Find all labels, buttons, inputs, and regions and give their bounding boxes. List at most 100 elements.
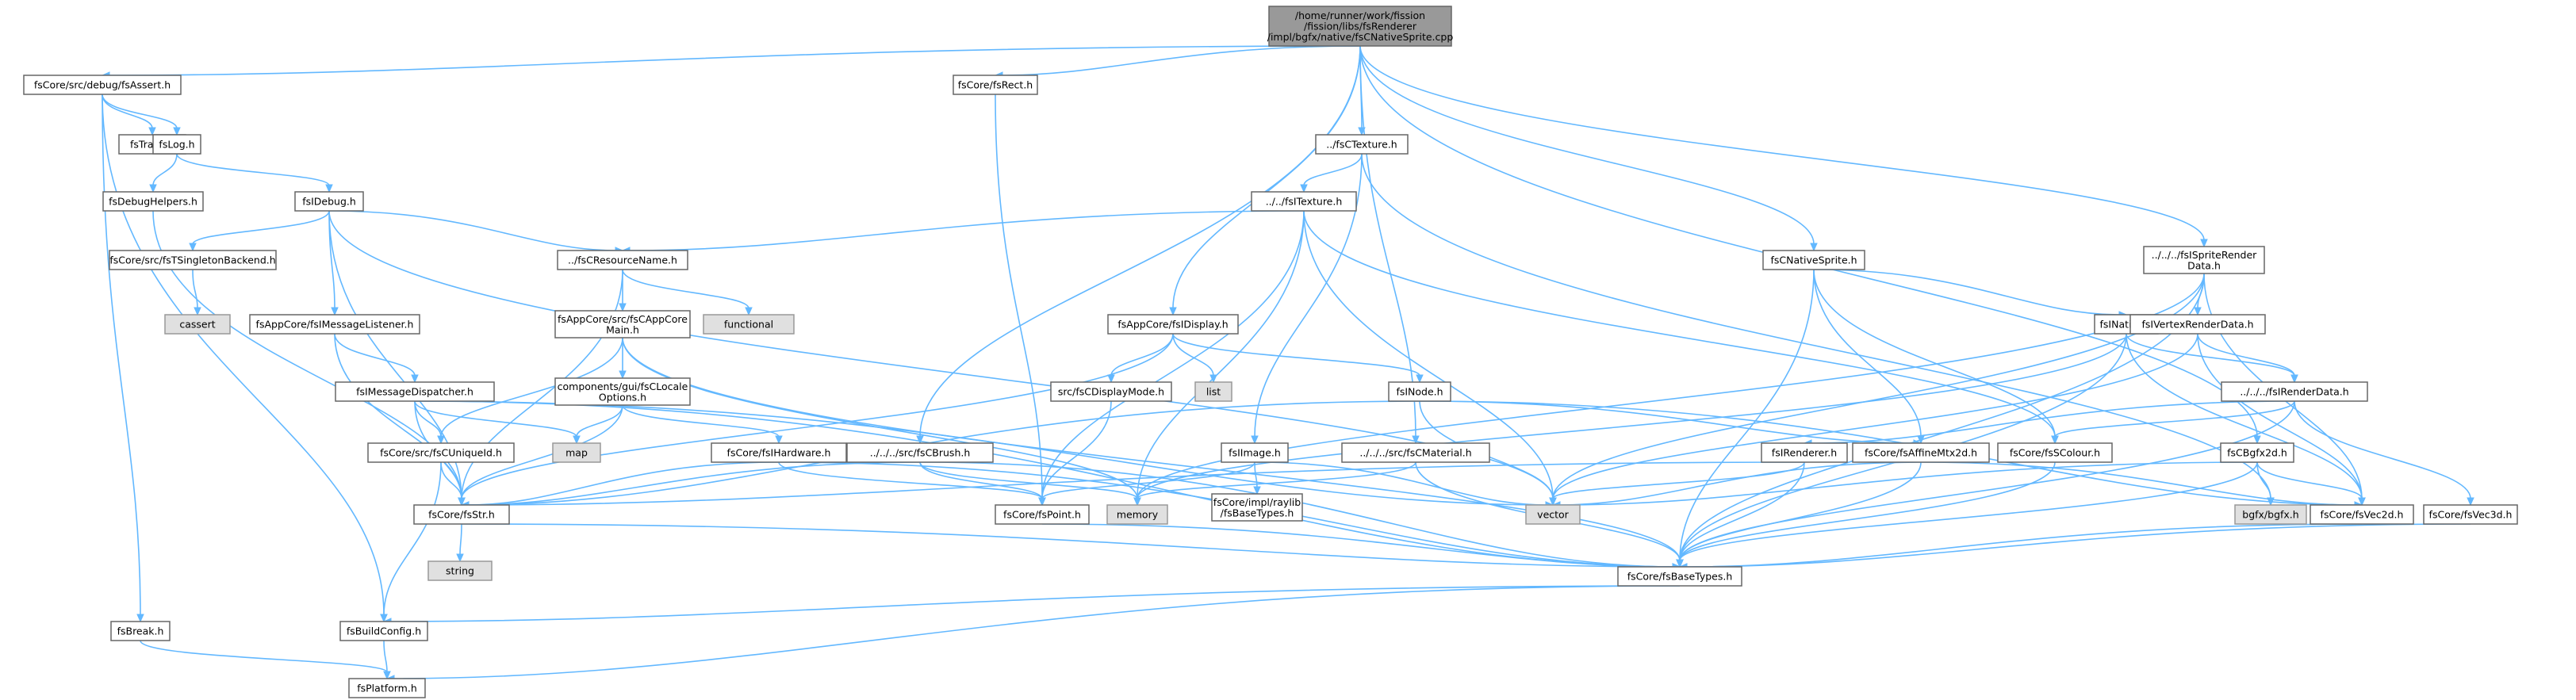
edge-iimage-to-point: [1038, 461, 1255, 507]
node-debughelpers[interactable]: fsDebugHelpers.h: [102, 191, 204, 212]
node-ctexture[interactable]: ../fsCTexture.h: [1315, 134, 1409, 155]
node-label: list: [1206, 386, 1221, 398]
edge-ctexture-to-itexture: [1300, 153, 1363, 193]
edge-singleton-to-cassert: [192, 269, 201, 316]
node-displaymode[interactable]: src/fsCDisplayMode.h: [1050, 381, 1172, 402]
node-buildconfig[interactable]: fsBuildConfig.h: [339, 621, 428, 641]
node-log[interactable]: fsLog.h: [152, 134, 201, 155]
node-box: [1194, 381, 1232, 402]
node-root[interactable]: /home/runner/work/fission/fission/libs/f…: [1267, 6, 1454, 47]
edge-arrowhead: [2194, 307, 2202, 316]
nodes-layer: /home/runner/work/fission/fission/libs/f…: [23, 6, 2518, 698]
edge-line: [1419, 400, 1915, 444]
node-box: [339, 621, 428, 641]
node-nativesprite[interactable]: fsCNativeSprite.h: [1762, 250, 1865, 270]
node-str[interactable]: fsCore/fsStr.h: [413, 504, 510, 525]
edge-idisplay-to-str: [458, 333, 1174, 507]
node-hardware[interactable]: fsCore/fsIHardware.h: [711, 442, 847, 463]
node-platform[interactable]: fsPlatform.h: [348, 678, 426, 698]
node-label: fsIRenderer.h: [1772, 447, 1837, 459]
edge-arrowhead: [619, 303, 627, 312]
edge-line: [414, 400, 577, 438]
edge-line: [389, 585, 1681, 622]
node-label: string: [446, 565, 474, 577]
node-rlbasetypes[interactable]: fsCore/impl/raylib/fsBaseTypes.h: [1211, 493, 1303, 522]
node-box: [1251, 191, 1357, 212]
node-cmaterial[interactable]: ../../../src/fsCMaterial.h: [1341, 442, 1490, 463]
edge-vec3d-to-basetypes: [1678, 523, 2471, 571]
node-label: fsCore/fsBaseTypes.h: [1627, 571, 1733, 583]
node-label: /home/runner/work/fission: [1295, 10, 1425, 21]
edge-line: [334, 333, 416, 377]
edge-line: [1303, 153, 1363, 186]
node-cbgfx2d[interactable]: fsCBgfx2d.h: [2220, 442, 2294, 463]
edge-line: [2126, 333, 2363, 499]
node-vec3d[interactable]: fsCore/fsVec3d.h: [2423, 504, 2518, 525]
node-point[interactable]: fsCore/fsPoint.h: [995, 504, 1090, 525]
node-box: [1852, 442, 1990, 463]
node-basetypes[interactable]: fsCore/fsBaseTypes.h: [1617, 566, 1742, 587]
node-resname[interactable]: ../fsCResourceName.h: [557, 250, 688, 270]
node-box: [164, 314, 231, 335]
node-box: [1388, 381, 1451, 402]
edge-inode-to-affine: [1419, 400, 1922, 447]
edge-arrowhead: [2200, 239, 2208, 248]
node-cbrush[interactable]: ../../../src/fsCBrush.h: [846, 442, 994, 463]
node-label: /fsBaseTypes.h: [1221, 507, 1294, 518]
node-vector: vector: [1525, 504, 1581, 525]
edge-line: [2054, 400, 2295, 438]
node-box: [1268, 6, 1452, 47]
edge-arrowhead: [149, 184, 157, 193]
node-irenderer[interactable]: fsIRenderer.h: [1761, 442, 1848, 463]
node-box: [2310, 504, 2414, 525]
edge-arrowhead: [1549, 497, 1557, 507]
node-assert[interactable]: fsCore/src/debug/fsAssert.h: [23, 75, 182, 95]
edge-line: [622, 337, 1138, 499]
edge-arrowhead: [1107, 374, 1115, 384]
node-singleton[interactable]: fsCore/src/fsTSingletonBackend.h: [109, 250, 277, 270]
edge-arrowhead: [619, 370, 627, 380]
node-vertexrender[interactable]: fsIVertexRenderData.h: [2129, 314, 2266, 335]
node-idisplay[interactable]: fsAppCore/fsIDisplay.h: [1107, 314, 1239, 335]
edge-line: [628, 210, 1305, 251]
edge-arrowhead: [573, 435, 581, 445]
node-rect[interactable]: fsCore/fsRect.h: [953, 75, 1038, 95]
node-break[interactable]: fsBreak.h: [110, 621, 171, 641]
edge-localeoptions-to-hardware: [622, 404, 783, 445]
node-msgdispatcher[interactable]: fsIMessageDispatcher.h: [335, 381, 495, 402]
node-irenderdata[interactable]: ../../../fsIRenderData.h: [2221, 381, 2368, 402]
node-idebug[interactable]: fsIDebug.h: [294, 191, 364, 212]
node-vec2d[interactable]: fsCore/fsVec2d.h: [2310, 504, 2414, 525]
node-box: [294, 191, 364, 212]
node-box: [109, 250, 277, 270]
node-inode[interactable]: fsINode.h: [1388, 381, 1451, 402]
edge-arrowhead: [1169, 307, 1177, 316]
node-itexture[interactable]: ../../fsITexture.h: [1251, 191, 1357, 212]
node-box: [2221, 381, 2368, 402]
edge-line: [1254, 461, 1258, 488]
edge-line: [192, 269, 198, 309]
node-label: vector: [1537, 509, 1570, 521]
node-label: src/fsCDisplayMode.h: [1058, 386, 1164, 398]
edge-line: [1810, 400, 2295, 444]
node-uniqueid[interactable]: fsCore/src/fsCUniqueId.h: [367, 442, 515, 463]
edge-spriterender-to-vector: [1549, 273, 2205, 507]
node-affine[interactable]: fsCore/fsAffineMtx2d.h: [1852, 442, 1990, 463]
node-scolour[interactable]: fsCore/fsSColour.h: [1997, 442, 2113, 463]
edge-line: [140, 640, 388, 673]
node-label: fsCore/fsPoint.h: [1003, 509, 1081, 521]
node-msglistener[interactable]: fsAppCore/fsIMessageListener.h: [249, 314, 420, 335]
node-memory: memory: [1106, 504, 1168, 525]
node-label: bgfx/bgfx.h: [2242, 509, 2298, 521]
node-box: [2129, 314, 2266, 335]
node-box: [367, 442, 515, 463]
node-label: Main.h: [606, 323, 639, 335]
edge-line: [102, 94, 385, 616]
node-box: [1341, 442, 1490, 463]
edge-line: [1137, 461, 1416, 499]
node-box: [703, 314, 795, 335]
node-iimage[interactable]: fsIImage.h: [1221, 442, 1289, 463]
